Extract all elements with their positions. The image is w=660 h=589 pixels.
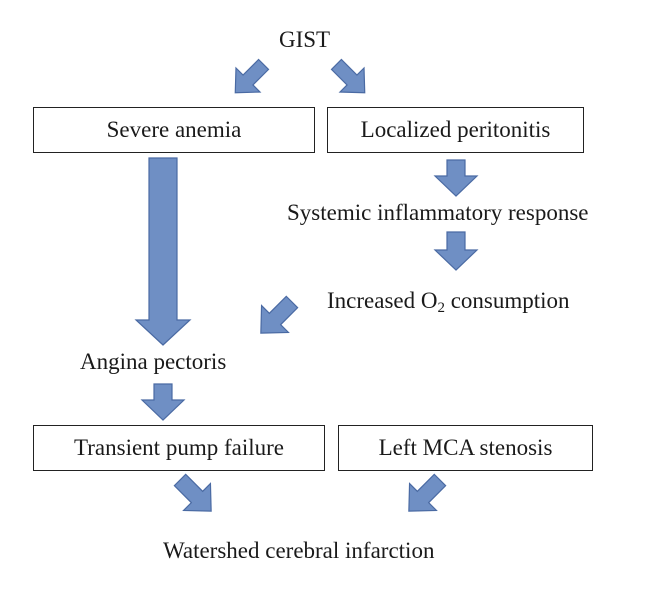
node-watershed-cerebral-infarction: Watershed cerebral infarction bbox=[163, 538, 435, 563]
arrow-severe-anemia-to-angina-pectoris bbox=[134, 157, 192, 346]
node-gist: GIST bbox=[279, 27, 331, 52]
node-left-mca-stenosis-label: Left MCA stenosis bbox=[378, 435, 553, 460]
node-left-mca-stenosis-box: Left MCA stenosis bbox=[338, 425, 593, 471]
node-transient-pump-failure-box: Transient pump failure bbox=[33, 425, 325, 471]
increased-o2-prefix: Increased O bbox=[327, 288, 438, 313]
node-severe-anemia-label: Severe anemia bbox=[106, 117, 242, 142]
arrow-pump-failure-to-watershed-infarction bbox=[173, 473, 212, 512]
node-angina-pectoris: Angina pectoris bbox=[80, 349, 227, 374]
node-localized-peritonitis-box: Localized peritonitis bbox=[327, 107, 584, 153]
arrow-gist-to-localized-peritonitis bbox=[330, 58, 366, 94]
arrow-angina-to-transient-pump-failure bbox=[140, 383, 186, 421]
arrow-peritonitis-to-systemic-response bbox=[433, 159, 479, 197]
increased-o2-suffix: consumption bbox=[444, 288, 570, 313]
arrow-mca-stenosis-to-watershed-infarction bbox=[408, 473, 447, 512]
node-transient-pump-failure-label: Transient pump failure bbox=[74, 435, 284, 460]
node-localized-peritonitis-label: Localized peritonitis bbox=[360, 117, 551, 142]
node-systemic-inflammatory-response: Systemic inflammatory response bbox=[287, 200, 589, 225]
arrow-increased-o2-to-angina-pectoris bbox=[260, 295, 299, 334]
node-severe-anemia-box: Severe anemia bbox=[33, 107, 315, 153]
arrow-systemic-response-to-increased-o2 bbox=[433, 231, 479, 271]
increased-o2-subscript: 2 bbox=[437, 300, 445, 316]
node-increased-o2-consumption: Increased O2 consumption bbox=[327, 287, 570, 316]
arrow-gist-to-severe-anemia bbox=[234, 58, 270, 94]
